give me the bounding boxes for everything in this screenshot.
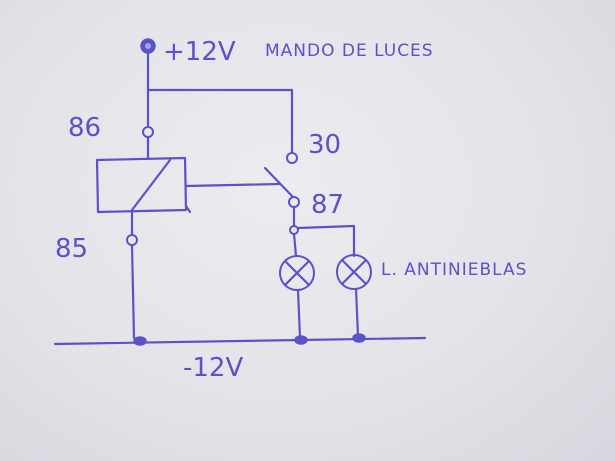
- ground-node-1: [133, 336, 147, 346]
- lamp-junction: [289, 225, 299, 235]
- lamp1-ground-wire: [296, 288, 302, 340]
- ground-label: -12V: [183, 353, 243, 383]
- switch-blade: [263, 166, 294, 198]
- coil-tick-right: [184, 204, 192, 214]
- pin-87-label: 87: [311, 190, 344, 220]
- ground-bus: [53, 336, 427, 346]
- wire-85-ground: [130, 243, 136, 340]
- pin-86-terminal: [142, 126, 154, 138]
- ground-node-2: [294, 335, 308, 345]
- lamp-feed-wire: [296, 224, 356, 258]
- supply-label: +12V: [163, 37, 236, 67]
- pin-86-label: 86: [68, 113, 101, 143]
- relay-coil-box: [95, 156, 188, 214]
- control-label: MANDO DE LUCES: [265, 41, 434, 61]
- lamp2-ground-wire: [354, 287, 360, 338]
- lamp-2-icon: [336, 254, 372, 290]
- relay-coil-diagonal: [130, 158, 172, 212]
- pin-30-label: 30: [308, 130, 341, 160]
- mechanical-link: [184, 182, 282, 188]
- lamps-label: L. ANTINIEBLAS: [381, 260, 527, 280]
- pin-85-terminal: [126, 234, 138, 246]
- ground-node-3: [352, 333, 366, 343]
- pin-87-terminal: [288, 196, 300, 208]
- supply-terminal-center: [145, 43, 151, 49]
- pin-85-label: 85: [55, 234, 88, 264]
- supply-wire: [146, 51, 294, 134]
- lamp1-feed: [292, 232, 298, 258]
- lamp-1-icon: [279, 255, 315, 291]
- pin-30-terminal: [286, 152, 298, 164]
